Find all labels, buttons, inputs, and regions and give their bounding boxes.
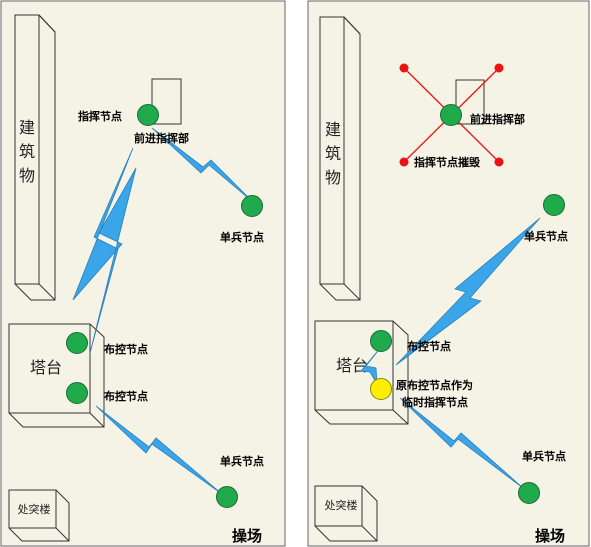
left-tower: 塔台 xyxy=(8,323,105,428)
left-deploy-node-1-label: 布控节点 xyxy=(104,342,148,356)
left-command-node-label: 指挥节点 xyxy=(78,109,122,123)
right-soldier-node-bottom xyxy=(518,482,540,504)
left-forward-hq-label: 前进指挥部 xyxy=(134,131,189,145)
right-bunker-label: 处突楼 xyxy=(325,498,358,512)
left-soldier-node-top xyxy=(241,195,263,217)
right-command-destroyed-label: 指挥节点摧毁 xyxy=(414,155,480,169)
left-soldier-node-bottom-label: 单兵节点 xyxy=(220,454,264,468)
right-soldier-node-bottom-label: 单兵节点 xyxy=(522,449,566,463)
right-panel: 建 筑 物 塔台 处突楼 xyxy=(307,0,590,547)
left-deploy-node-2 xyxy=(66,382,88,404)
right-temp-command-node xyxy=(370,378,392,400)
left-building-char-1: 建 xyxy=(19,118,35,137)
right-building-char-1: 建 xyxy=(325,120,341,139)
right-tower: 塔台 xyxy=(314,320,409,425)
left-soldier-node-top-label: 单兵节点 xyxy=(220,230,264,244)
left-soldier-node-bottom xyxy=(216,486,238,508)
left-deploy-node-2-label: 布控节点 xyxy=(104,389,148,403)
right-deploy-node-label: 布控节点 xyxy=(407,339,451,353)
right-command-node-destroyed xyxy=(440,104,462,126)
destroy-dot-bottom-right xyxy=(494,157,504,167)
left-bunker: 处突楼 xyxy=(8,489,70,542)
left-link-tower-to-hq xyxy=(72,147,137,354)
right-temp-command-line2: 临时指挥节点 xyxy=(402,395,468,409)
right-soldier-node-top-label: 单兵节点 xyxy=(524,229,568,243)
right-forward-hq-label: 前进指挥部 xyxy=(470,112,525,126)
left-building-char-2: 筑 xyxy=(19,142,35,161)
destroy-dot-top-right xyxy=(494,63,504,73)
right-bunker: 处突楼 xyxy=(314,485,378,542)
left-tower-label: 塔台 xyxy=(30,358,62,377)
right-field-label: 操场 xyxy=(535,527,565,545)
right-temp-command-line1: 原布控节点作为 xyxy=(396,378,473,392)
destroy-dot-top-left xyxy=(399,63,409,73)
left-field-label: 操场 xyxy=(232,527,262,545)
left-command-node xyxy=(137,104,159,126)
left-building: 建 筑 物 xyxy=(14,14,56,301)
right-soldier-node-top xyxy=(543,194,565,216)
left-deploy-node-1 xyxy=(66,332,88,354)
left-building-char-3: 物 xyxy=(19,166,35,185)
right-building-char-2: 筑 xyxy=(325,144,341,163)
destroy-dot-bottom-left xyxy=(399,157,409,167)
right-deploy-node xyxy=(370,330,392,352)
right-building-char-3: 物 xyxy=(325,168,341,187)
left-panel: 建 筑 物 塔台 处突楼 xyxy=(0,0,286,547)
right-building: 建 筑 物 xyxy=(319,16,361,301)
right-tower-label: 塔台 xyxy=(336,356,368,375)
left-bunker-label: 处突楼 xyxy=(18,502,51,516)
right-link-temp-to-soldier-top xyxy=(395,217,541,366)
